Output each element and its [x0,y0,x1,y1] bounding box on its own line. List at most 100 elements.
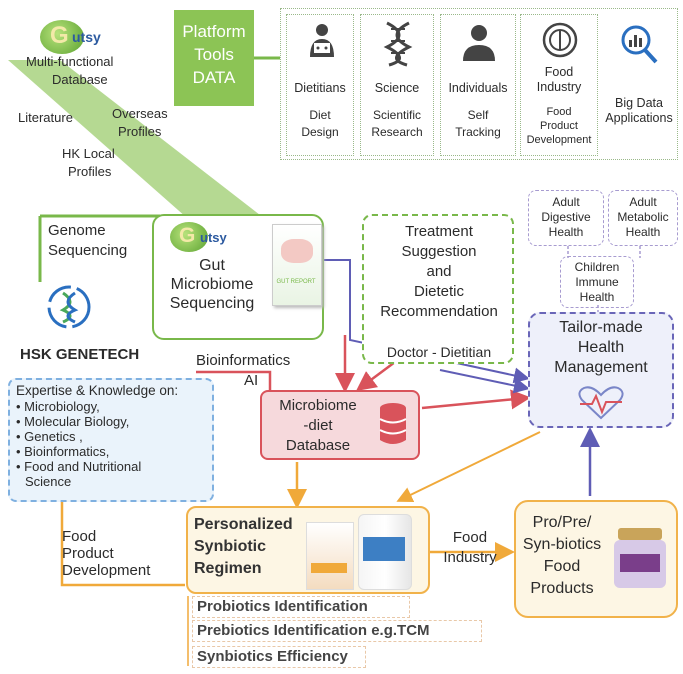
expertise-item-1: • Microbiology, [16,399,100,414]
ident-probiotics: Probiotics Identification [197,598,368,615]
app-sub-dietitians-1: Diet [309,108,331,122]
genome-label-2: Sequencing [48,242,128,259]
adult-metabolic-1: Adult [629,195,657,209]
synbiotic-line-3: Regimen [194,560,262,577]
expertise-item-1-text: Microbiology, [24,399,100,414]
app-label-food-industry-1: Food [544,65,574,79]
gut-logo-letter: G [179,224,196,247]
app-sub-food-1: Food [546,106,572,118]
ident-probiotics-box: Probiotics Identification [192,596,410,618]
tailor-to-synbiotic-arrow [396,431,541,502]
gut-title: Gut Microbiome Sequencing [158,256,266,313]
tailor-text: Tailor-made Health Management [530,318,672,378]
ident-synbiotics-box: Synbiotics Efficiency [192,646,366,668]
database-line-2: -diet [303,417,333,434]
probiotic-products-4: Products [530,580,594,597]
jar-label [620,554,660,572]
hsk-logo [46,284,92,330]
app-label-big-data: Big Data Applications [600,96,678,126]
expertise-item-5-text: Food and Nutritional [24,459,142,474]
synbiotic-box-product-1 [306,522,354,590]
app-sub-science: Scientific Research [361,107,433,141]
gut-report-image: GUT REPORT [272,224,322,306]
gut-sequencing-box: G utsy Gut Microbiome Sequencing GUT REP… [152,214,324,340]
database-text: Microbiome -diet Database [262,396,374,456]
app-sub-food-2: Product [540,120,578,132]
database-icon [379,403,407,444]
gut-report-figure [281,239,313,263]
synbiotic-text: Personalized Synbiotic Regimen [194,514,293,580]
ident-synbiotics: Synbiotics Efficiency [197,648,348,665]
gut-title-1: Gut [199,257,225,274]
gutsy-top-logo: G utsy [40,20,110,54]
tailor-line-3: Management [554,359,648,376]
expertise-list: • Microbiology, • Molecular Biology, • G… [16,399,206,489]
adult-digestive-box: Adult Digestive Health [528,190,604,246]
children-immune-1: Children [574,260,620,274]
app-sub-individuals: Self Tracking [441,107,515,141]
jar-lid [618,528,662,540]
can-band [363,537,405,561]
bioinf-line [196,370,272,390]
food-industry-2: Industry [443,549,497,566]
hsk-dna-logo-icon [47,285,91,329]
expertise-item-2: • Molecular Biology, [16,414,130,429]
food-icon [542,22,578,58]
children-immune-2: Immune [575,275,619,289]
app-sub-food-3: Development [526,134,592,146]
overseas-label-2: Profiles [118,124,162,139]
treatment-box: Treatment Suggestion and Dietetic Recomm… [362,214,514,364]
treat-to-db-arrow [355,360,396,391]
app-sub-individuals-2: Tracking [455,125,501,139]
adult-digestive-2: Digestive [541,210,591,224]
gut-logo-circle [170,222,208,252]
heart-pulse-icon [578,386,624,420]
gut-report-label: GUT REPORT [276,279,316,285]
app-tile-individuals: Individuals Self Tracking [440,14,516,156]
probiotic-products-text: Pro/Pre/ Syn-biotics Food Products [516,512,608,600]
probiotic-products-3: Food [543,558,581,575]
expertise-item-6: Science [16,474,206,489]
app-label-individuals: Individuals [448,81,508,95]
applications-panel [280,8,678,160]
app-sub-dietitians-2: Design [301,125,339,139]
synbiotic-can-product [358,514,412,590]
probiotic-products-2: Syn-biotics [522,536,602,553]
app-tile-science: Science Scientific Research [360,14,434,156]
expertise-title: Expertise & Knowledge on: [16,383,179,398]
expertise-item-2-text: Molecular Biology, [24,414,130,429]
adult-digestive-3: Health [548,225,584,239]
gut-gutsy-logo: G utsy [170,222,240,256]
tailor-made-box: Tailor-made Health Management [528,312,674,428]
treat-to-tailor-arrow [439,369,530,394]
platform-tools-box: Platform Tools DATA [174,10,254,106]
dietitian-icon [310,24,334,57]
probiotic-products-box: Pro/Pre/ Syn-biotics Food Products [514,500,678,618]
tailor-line-1: Tailor-made [559,319,643,336]
gutsy-top-subtitle-2: Database [52,72,108,87]
adult-metabolic-text: Adult Metabolic Health [609,195,677,240]
treatment-line-1: Treatment [405,223,473,240]
hk-local-label-2: Profiles [68,164,112,179]
bioinformatics-label: Bioinformatics [196,352,291,369]
app-sub-food-industry: Food Product Development [521,105,597,147]
expertise-item-3: • Genetics , [16,429,83,444]
gutsy-top-subtitle-1: Multi-functional [26,54,114,69]
expertise-item-5: • Food and Nutritional [16,459,142,474]
app-sub-science-1: Scientific [372,108,422,122]
product-1-stripe [311,563,347,573]
probiotic-products-1: Pro/Pre/ [532,514,592,531]
jar-product-image [612,528,668,590]
green-fan [8,60,260,225]
expertise-box: Expertise & Knowledge on: • Microbiology… [8,378,214,502]
food-product-dev-3: Development [62,562,151,579]
app-label-big-data-1: Big Data [615,96,663,110]
app-label-big-data-2: Applications [605,111,673,125]
ai-label: AI [244,372,259,389]
database-line-1: Microbiome [279,397,357,414]
gut-title-2: Microbiome [170,276,254,293]
gutsy-logo-circle [40,20,84,54]
tailor-line-2: Health [577,339,625,356]
gut-logo-word: utsy [200,230,227,245]
